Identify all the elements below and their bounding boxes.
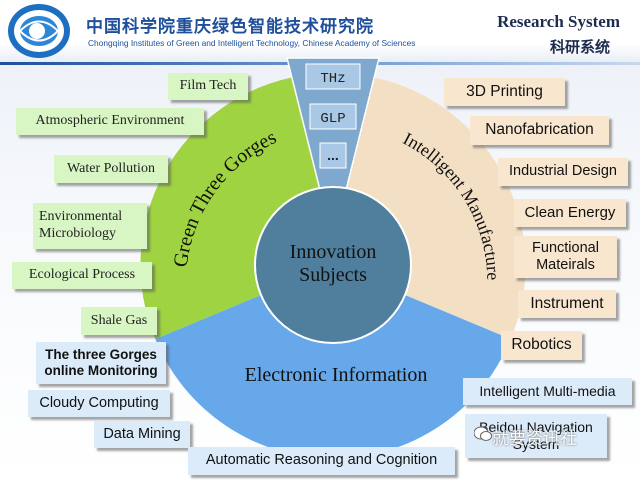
segment-label-blue: Electronic Information xyxy=(245,364,428,386)
cas-logo-icon xyxy=(8,4,70,58)
watermark-text: 就要资讯社 xyxy=(492,429,577,449)
wechat-icon xyxy=(474,426,492,441)
center-label-line1: Innovation xyxy=(290,241,377,263)
funnel-label-glp: GLP xyxy=(320,111,345,127)
topic-industrial-design: Industrial Design xyxy=(498,158,628,186)
innovation-subjects-circle xyxy=(254,186,412,344)
topic-functional-materials: Functional Mateirals xyxy=(514,236,617,278)
topic-three-gorges-monitoring: The three Gorges online Monitoring xyxy=(36,342,166,384)
topic-environmental-microbiology: Environmental Microbiology xyxy=(33,203,147,249)
electronic-information-segment xyxy=(155,265,511,459)
topic-shale-gas: Shale Gas xyxy=(81,307,157,335)
funnel-label-more: ... xyxy=(327,147,339,163)
topic-nanofabrication: Nanofabrication xyxy=(470,116,609,145)
header-bar: 中国科学院重庆绿色智能技术研究院 Chongqing Institutes of… xyxy=(0,0,640,62)
topic-water-pollution: Water Pollution xyxy=(54,155,168,183)
topic-data-mining: Data Mining xyxy=(94,421,190,448)
topic-ecological-process: Ecological Process xyxy=(12,262,152,289)
research-system-title: Research System xyxy=(497,12,620,31)
topic-atmospheric-environment: Atmospheric Environment xyxy=(16,108,204,135)
topic-automatic-reasoning-cognition: Automatic Reasoning and Cognition xyxy=(188,447,455,475)
topic-clean-energy: Clean Energy xyxy=(514,199,626,227)
topic-film-tech: Film Tech xyxy=(168,73,248,100)
funnel-box-thz xyxy=(305,63,361,90)
research-system-title-cn: 科研系统 xyxy=(549,38,610,56)
funnel-box-glp xyxy=(309,103,357,130)
topic-intelligent-multimedia: Intelligent Multi-media xyxy=(463,378,632,405)
topic-3d-printing: 3D Printing xyxy=(444,78,565,106)
topic-robotics: Robotics xyxy=(501,331,582,360)
institute-name-en: Chongqing Institutes of Green and Intell… xyxy=(88,38,416,48)
center-label-line2: Subjects xyxy=(299,264,367,286)
institute-name-cn: 中国科学院重庆绿色智能技术研究院 xyxy=(86,17,374,37)
funnel-box-more xyxy=(319,142,347,169)
funnel-label-thz: THz xyxy=(320,71,345,87)
topic-instrument: Instrument xyxy=(518,290,616,318)
topic-cloudy-computing: Cloudy Computing xyxy=(28,390,170,417)
